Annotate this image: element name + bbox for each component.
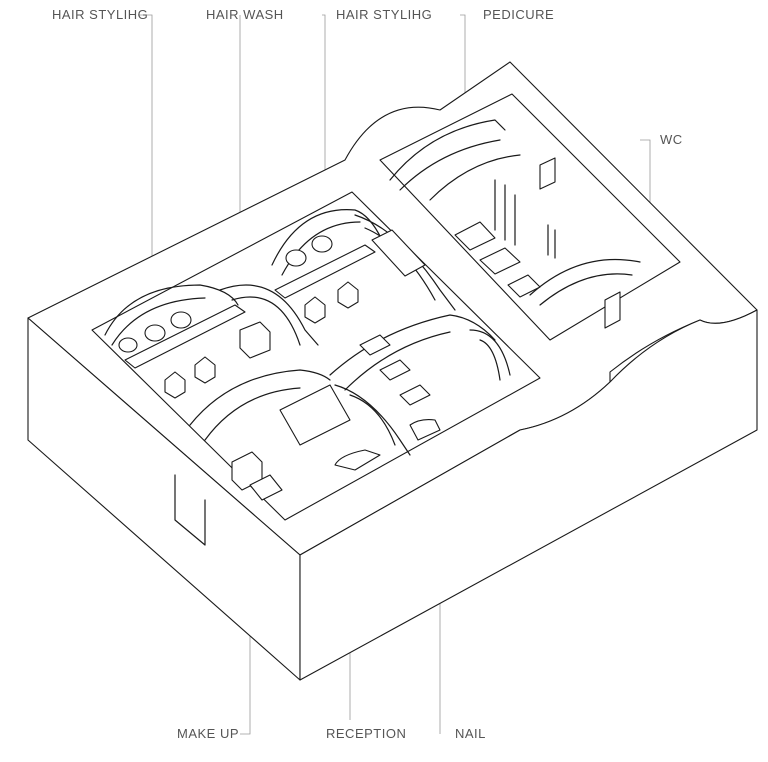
label-hair-styling-left: HAIR STYLIHG bbox=[52, 7, 149, 22]
label-pedicure: PEDICURE bbox=[483, 7, 555, 22]
mirrors bbox=[118, 235, 333, 353]
label-wc: WC bbox=[660, 132, 683, 147]
label-hair-wash: HAIR WASH bbox=[206, 7, 284, 22]
pedicure-details bbox=[389, 119, 641, 329]
slab-notch bbox=[174, 474, 206, 546]
slab-front-face bbox=[299, 309, 758, 681]
label-reception: RECEPTION bbox=[326, 726, 407, 741]
pedicure-room-floor bbox=[379, 93, 681, 341]
label-make-up: MAKE UP bbox=[177, 726, 240, 741]
furniture bbox=[124, 229, 441, 501]
label-hair-styling-right: HAIR STYLIHG bbox=[336, 7, 433, 22]
label-nail: NAIL bbox=[455, 726, 486, 741]
